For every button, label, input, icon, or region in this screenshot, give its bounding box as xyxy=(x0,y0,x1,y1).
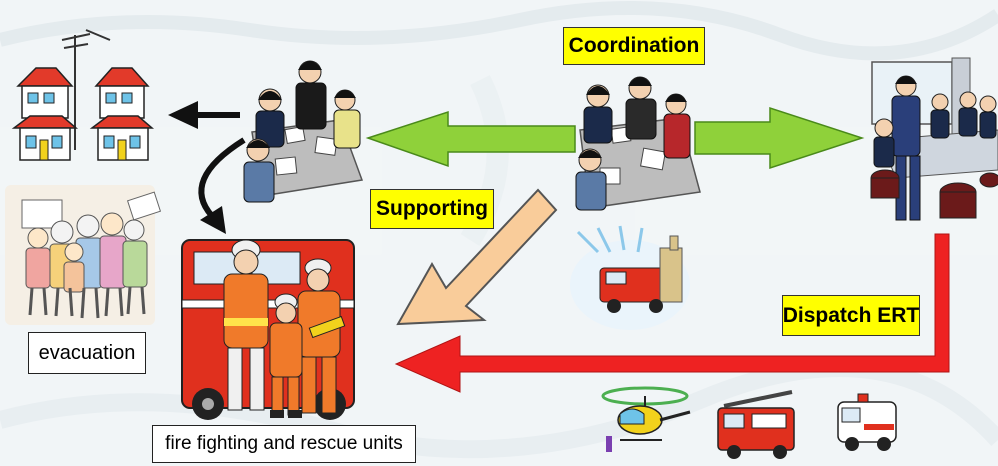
dispatch-ert-label: Dispatch ERT xyxy=(782,295,920,336)
fire-rescue-illustration xyxy=(181,239,355,420)
supporting-arrow xyxy=(396,188,558,326)
ladder-truck-icon xyxy=(717,390,795,459)
ambulance-icon xyxy=(837,393,897,451)
coordination-meeting-illustration xyxy=(575,76,701,211)
notify-houses-arrow xyxy=(168,101,240,129)
evacuation-illustration xyxy=(5,185,162,325)
evacuation-label: evacuation xyxy=(28,332,146,374)
supporting-label: Supporting xyxy=(370,189,494,229)
houses-illustration xyxy=(11,29,155,161)
dispatch-arrow xyxy=(394,233,950,393)
coordination-label: Coordination xyxy=(563,27,705,65)
fire-rescue-units-label: fire fighting and rescue units xyxy=(152,425,416,463)
coordination-double-arrow xyxy=(365,106,865,170)
to-fire-units-arrow xyxy=(198,137,246,234)
local-meeting-illustration xyxy=(243,60,364,203)
command-room-illustration xyxy=(870,57,998,221)
fire-truck-sketch-illustration xyxy=(570,225,690,330)
helicopter-icon xyxy=(601,386,691,452)
